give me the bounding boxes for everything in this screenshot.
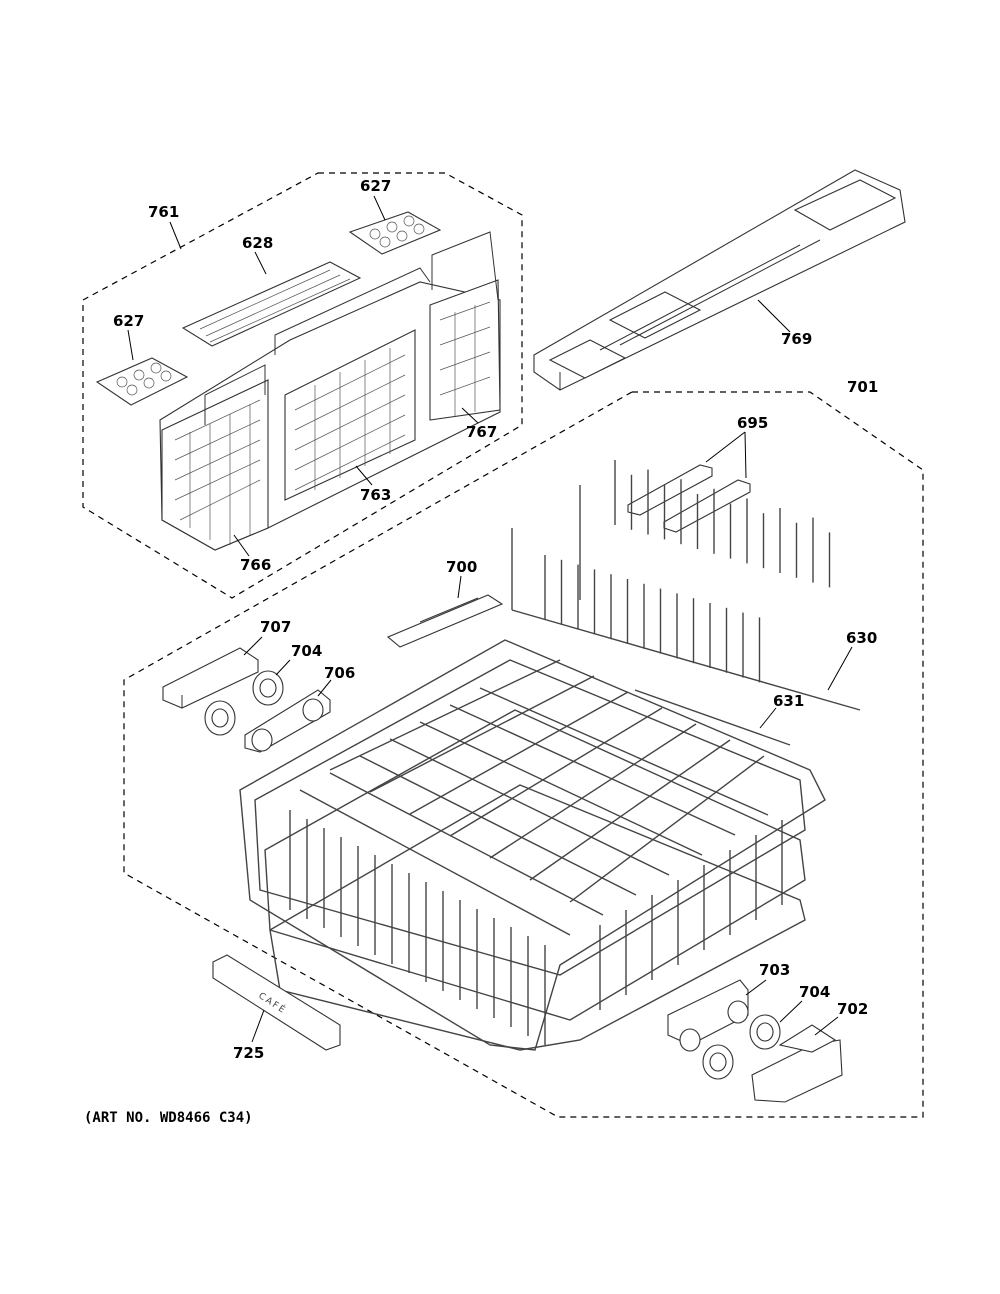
callout-701: 701 [847, 378, 878, 396]
callout-761: 761 [148, 203, 179, 221]
part-703-clip [667, 979, 749, 1052]
callout-703: 703 [759, 961, 790, 979]
callout-627-top: 627 [360, 177, 391, 195]
callout-767: 767 [466, 423, 497, 441]
callout-695: 695 [737, 414, 768, 432]
leader-725 [251, 1009, 265, 1043]
lower-rack-group [123, 391, 924, 1118]
part-706-clip [244, 689, 331, 753]
leader-695-a [705, 431, 746, 463]
leader-763 [355, 465, 373, 486]
silverware-basket-group [82, 172, 523, 599]
part-769-rail [533, 169, 906, 391]
leader-766 [233, 534, 250, 557]
callout-769: 769 [781, 330, 812, 348]
leader-702 [814, 1016, 839, 1036]
leader-627-left [127, 329, 134, 361]
leader-769 [757, 299, 791, 333]
part-631-rod [634, 689, 791, 746]
leader-631 [759, 707, 777, 729]
leader-703 [745, 979, 767, 996]
leader-761 [169, 221, 182, 250]
callout-706: 706 [324, 664, 355, 682]
callout-725: 725 [233, 1044, 264, 1062]
callout-766: 766 [240, 556, 271, 574]
callout-630: 630 [846, 629, 877, 647]
part-628-cover [181, 261, 362, 347]
part-700-bar [386, 594, 504, 648]
callout-707: 707 [260, 618, 291, 636]
part-basket-body [159, 231, 501, 551]
part-707-clip [162, 647, 259, 709]
leader-704-lower [779, 1000, 803, 1023]
callout-700: 700 [446, 558, 477, 576]
art-number-caption: (ART NO. WD8466 C34) [84, 1110, 253, 1126]
callout-704-upper: 704 [291, 642, 322, 660]
part-627-cover-top [348, 211, 442, 255]
part-702-cap [751, 1024, 843, 1103]
part-630-tines [511, 460, 861, 711]
leader-700 [457, 575, 462, 599]
callout-628: 628 [242, 234, 273, 252]
part-704-wheel-lower [702, 1014, 781, 1080]
group-boundary-701 [123, 391, 924, 1118]
callout-702: 702 [837, 1000, 868, 1018]
leader-628 [254, 251, 267, 275]
callout-627-left: 627 [113, 312, 144, 330]
callout-704-lower: 704 [799, 983, 830, 1001]
leader-704-upper [275, 659, 291, 676]
lower-rack-basket [239, 639, 826, 1051]
part-695-clips [627, 464, 751, 533]
leader-767 [461, 407, 479, 424]
leader-707 [243, 636, 263, 656]
part-627-cover-left [95, 357, 189, 406]
callout-763: 763 [360, 486, 391, 504]
part-704-wheel-upper [204, 670, 284, 736]
leader-630 [827, 646, 853, 691]
leader-706 [317, 679, 332, 697]
leader-695-b [744, 431, 747, 479]
leader-627-top [373, 195, 386, 221]
callout-631: 631 [773, 692, 804, 710]
